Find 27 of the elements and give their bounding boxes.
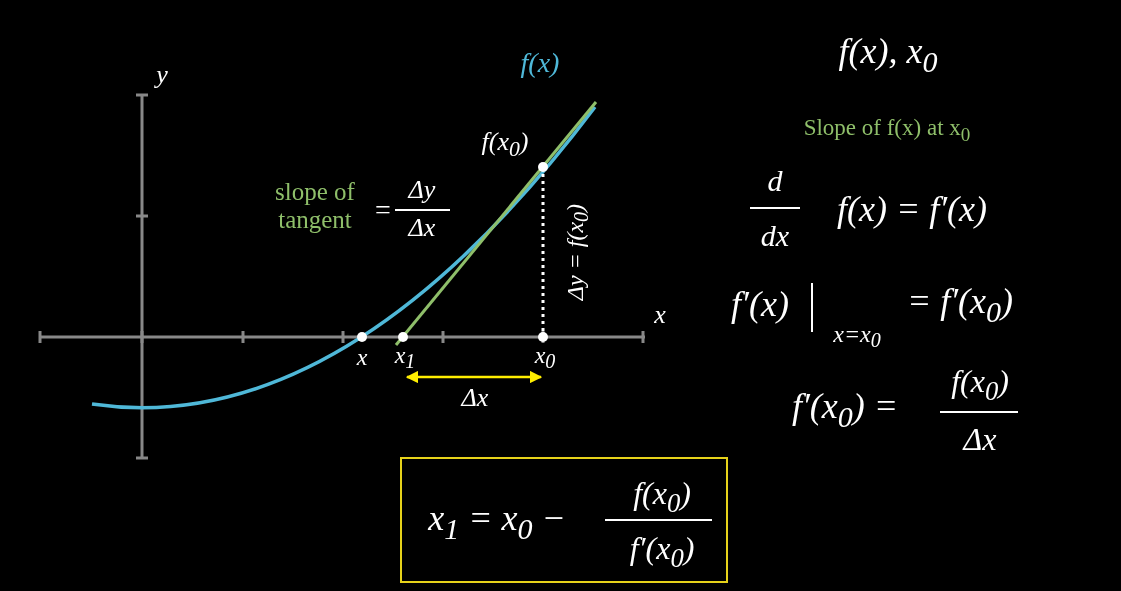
formula: = f′(x$_{0}$): [906, 282, 1014, 328]
formula: f′(x$_{0}$) =: [791, 387, 899, 433]
denominator: dx: [760, 218, 790, 252]
formula: x$_{1}$ = x$_{0}$ −: [428, 499, 566, 545]
subscript-condition: x=x$_{0}$: [833, 320, 881, 352]
dimension-label: Δx: [461, 383, 489, 413]
formula: f(x), x$_{0}$: [838, 32, 938, 78]
axis-label: x: [654, 300, 666, 330]
heading: Slope of f(x) at x$_{0}$: [803, 115, 971, 145]
point-label: f(x$_{0}$): [481, 128, 529, 162]
axis-label: y: [156, 60, 168, 90]
numerator: d: [767, 163, 783, 197]
denominator: Δx: [408, 213, 436, 243]
formula: f′(x): [731, 285, 789, 325]
numerator: Δy: [408, 175, 436, 205]
formula-box: [400, 457, 728, 583]
denominator: f′(x$_{0}$): [629, 531, 695, 573]
formula: f(x) = f′(x): [836, 190, 988, 230]
slope-label: slope of tangent: [274, 177, 356, 233]
equals-sign: =: [375, 194, 391, 226]
point-label: x$_{1}$: [394, 341, 416, 373]
numerator: f(x$_{0}$): [951, 364, 1009, 406]
curve-label: f(x): [520, 47, 560, 79]
denominator: Δx: [963, 422, 997, 458]
numerator: f(x$_{0}$): [633, 476, 691, 518]
point-label: x$_{0}$: [534, 341, 556, 373]
point-label: x: [356, 343, 368, 371]
